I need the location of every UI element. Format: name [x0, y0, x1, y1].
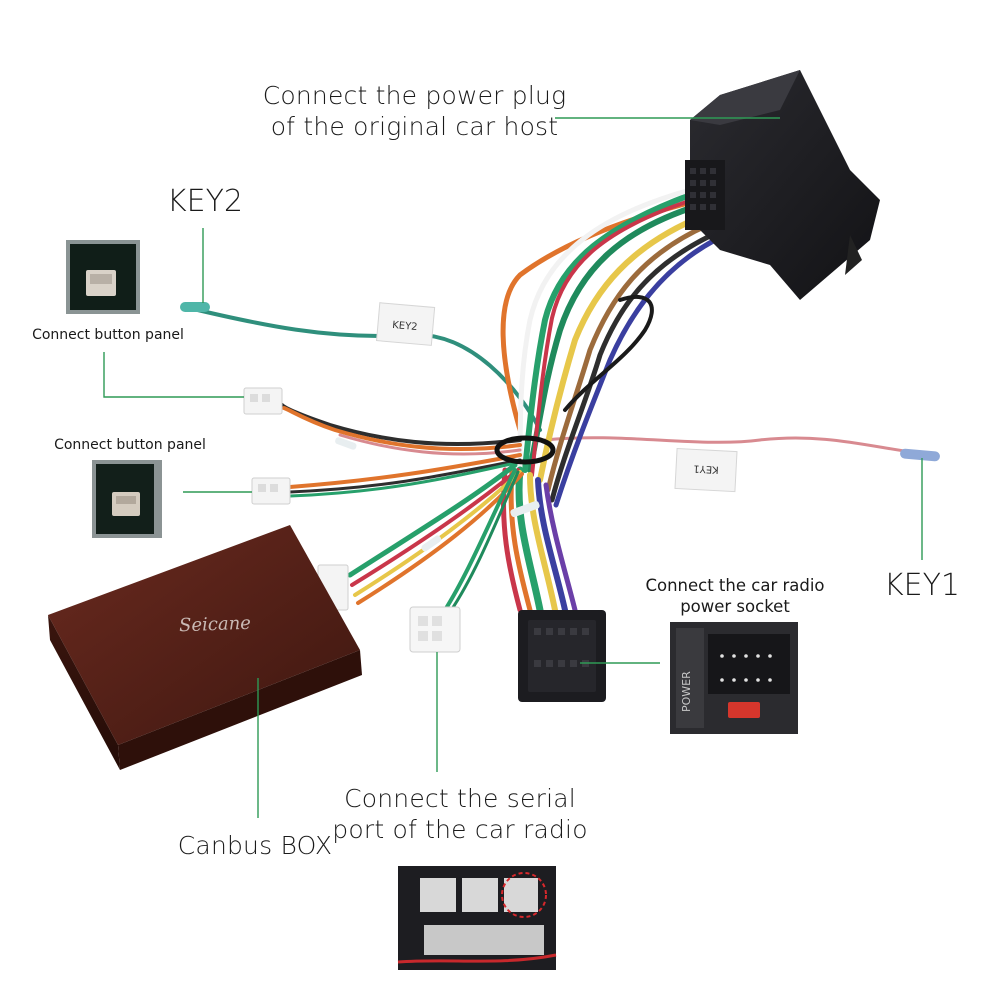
serial-port-label-line2: port of the car radio: [332, 815, 588, 845]
serial-port-connector: [409, 606, 461, 653]
key1-wire-tag: KEY1: [674, 447, 738, 493]
button-panel-label-top: Connect button panel: [32, 327, 184, 343]
key2-label: KEY2: [166, 184, 244, 219]
serial-port-label: Connect the serial port of the car radio: [330, 783, 590, 846]
radio-power-label-line2: power socket: [680, 596, 790, 616]
button-panel-photo-top: [66, 240, 140, 314]
serial-port-photo: [397, 866, 557, 970]
key1-label: KEY1: [883, 568, 961, 603]
key2-wire-tag: KEY2: [375, 302, 436, 346]
power-plug-label-line1: Connect the power plug: [262, 81, 567, 110]
serial-port-label-line1: Connect the serial: [344, 784, 576, 813]
button-panel-photo-bottom: [92, 460, 162, 538]
button-panel-connector-top: [243, 387, 283, 415]
key1-wire-cap: [900, 448, 940, 462]
brand-logo: Seicane: [179, 613, 252, 636]
cable-ties: [335, 435, 556, 552]
radio-power-socket-photo: POWER: [670, 622, 798, 734]
host-power-plug: [685, 70, 880, 300]
key2-wire-cap: [180, 302, 210, 312]
key1-tag-text: KEY1: [693, 462, 719, 474]
power-socket-mark: POWER: [680, 671, 693, 712]
button-panel-label-bottom: Connect button panel: [54, 437, 206, 453]
key1-wire: [543, 436, 937, 457]
leader-lines: [103, 117, 923, 818]
canbus-box-label: Canbus BOX: [177, 831, 333, 860]
button-panel-connector-bottom: [251, 477, 291, 505]
radio-power-label: Connect the car radio power socket: [620, 576, 850, 617]
canbus-box: Seicane: [48, 525, 362, 770]
power-plug-label-line2: of the original car host: [270, 112, 559, 142]
key2-wire: [183, 305, 542, 432]
power-plug-label: Connect the power plug of the original c…: [262, 80, 567, 143]
wire-bundle: [183, 187, 937, 614]
radio-power-connector: [518, 610, 606, 702]
radio-power-label-line1: Connect the car radio: [645, 576, 825, 595]
key2-tag-text: KEY2: [392, 320, 418, 333]
